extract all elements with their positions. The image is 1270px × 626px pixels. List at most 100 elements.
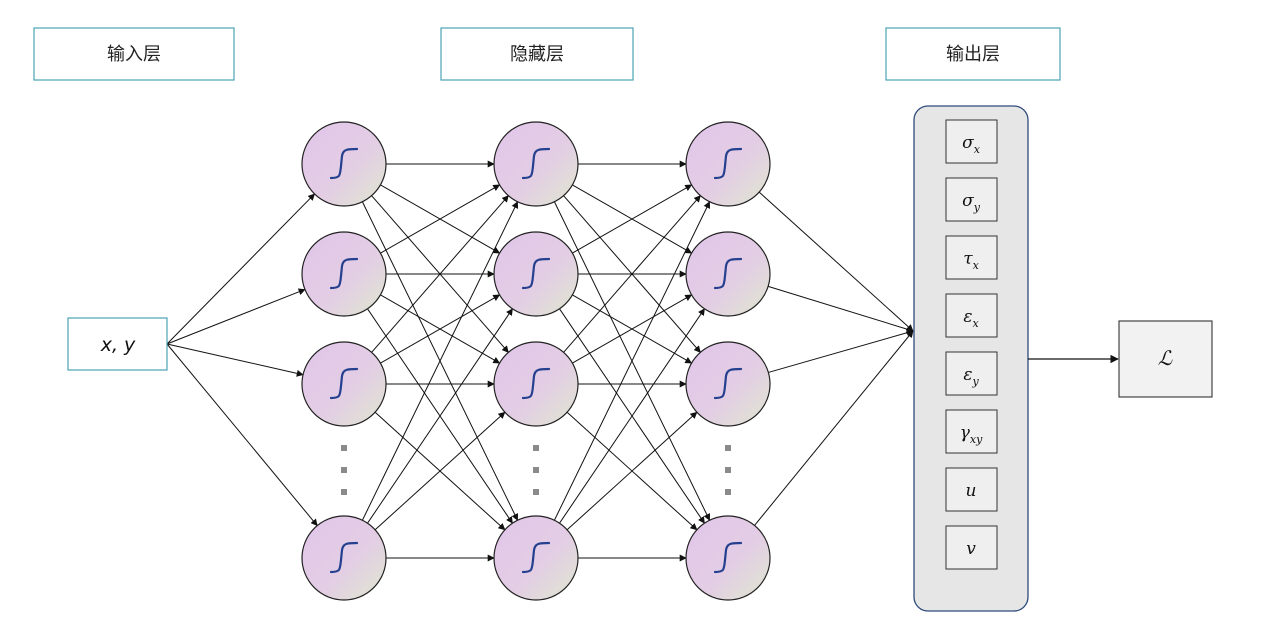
ellipsis-dot	[533, 489, 539, 495]
input-node: x, y	[67, 317, 168, 371]
edge-input-to-h1	[166, 288, 306, 345]
output-item-subscript: x	[973, 259, 980, 272]
ellipsis-dot	[725, 467, 731, 473]
output-item-box	[945, 351, 998, 396]
output-item-symbol: ε	[963, 307, 972, 327]
output-item-subscript: x	[972, 317, 979, 330]
edge-input-to-h1	[166, 343, 304, 377]
neuron	[685, 231, 771, 317]
neuron	[493, 231, 579, 317]
edge-h2-to-h3	[559, 308, 705, 524]
neuron-circle	[301, 515, 387, 601]
sigmoid-icon	[713, 541, 743, 574]
sigmoid-icon	[329, 257, 359, 290]
neuron	[301, 341, 387, 427]
output-item-symbol: τ	[963, 249, 973, 269]
loss-node-label: ℒ	[1158, 346, 1173, 370]
layer-label-output-text: 输出层	[946, 44, 1000, 65]
edge-h1-to-h2	[380, 294, 501, 364]
neuron-circle	[685, 341, 771, 427]
edge-input-to-h1	[166, 193, 316, 345]
output-item: u	[945, 467, 998, 512]
output-item-subscript: y	[971, 375, 979, 388]
output-item-label: εx	[963, 307, 979, 330]
ellipsis-dot	[341, 445, 347, 451]
neuron	[493, 121, 579, 207]
output-item: v	[945, 525, 998, 570]
output-item-subscript: xy	[970, 433, 983, 446]
ellipsis-dot	[341, 467, 347, 473]
layer-label-hidden-text: 隐藏层	[510, 44, 564, 65]
sigmoid-icon	[713, 257, 743, 290]
output-item-symbol: γ	[960, 423, 971, 443]
output-item-box	[945, 119, 998, 164]
edge-input-to-h1	[166, 343, 318, 527]
neuron	[685, 341, 771, 427]
output-item: γxy	[945, 409, 998, 454]
edge-h3-to-output	[767, 285, 914, 333]
neuron-circle	[301, 341, 387, 427]
neuron	[685, 121, 771, 207]
loss-node-box	[1118, 320, 1213, 398]
ellipsis-dot	[533, 467, 539, 473]
edge-h2-to-h3	[572, 184, 693, 254]
sigmoid-icon	[713, 147, 743, 180]
output-item: εx	[945, 293, 998, 338]
layer-label-output: 输出层	[885, 27, 1061, 81]
output-item-symbol: σ	[962, 191, 974, 211]
output-item-label: εy	[963, 365, 979, 388]
ellipsis-dots	[341, 445, 731, 495]
sigmoid-icon	[521, 257, 551, 290]
neuron-circle	[493, 231, 579, 317]
neuron	[301, 121, 387, 207]
edge-h1-to-h2	[380, 184, 501, 254]
neuron-circle	[685, 231, 771, 317]
ellipsis-dot	[533, 445, 539, 451]
edge-h1-to-h2	[374, 411, 506, 531]
edge-h3-to-output	[758, 191, 914, 332]
neuron	[685, 515, 771, 601]
output-item-symbol: σ	[962, 133, 974, 153]
sigmoid-icon	[329, 367, 359, 400]
neuron	[301, 231, 387, 317]
output-item-box	[945, 293, 998, 338]
neuron-circle	[493, 515, 579, 601]
edge-h2-to-h3	[566, 411, 698, 531]
neuron-circle	[301, 231, 387, 317]
output-item-symbol: u	[966, 481, 977, 501]
output-item-label: τx	[963, 249, 979, 272]
edge-h1-to-h2	[361, 201, 519, 521]
loss-node: ℒ	[1118, 320, 1213, 398]
output-item-label: σx	[962, 133, 981, 156]
edge-h2-to-h3	[553, 201, 711, 521]
neuron-circle	[685, 121, 771, 207]
sigmoid-icon	[329, 147, 359, 180]
layer-label-hidden-box	[440, 27, 634, 81]
output-item-box	[945, 409, 998, 454]
output-item: σy	[945, 177, 998, 222]
edge-h2-to-h3	[572, 294, 693, 364]
edge-h1-to-h2	[367, 308, 513, 524]
ellipsis-dot	[725, 445, 731, 451]
neuron-circle	[685, 515, 771, 601]
output-item-label: γxy	[960, 423, 983, 446]
ellipsis-dot	[725, 489, 731, 495]
input-node-box	[67, 317, 168, 371]
output-item-symbol: v	[966, 539, 976, 559]
neuron-circle	[301, 121, 387, 207]
edge-h3-to-output	[754, 330, 914, 526]
output-item-box	[945, 525, 998, 570]
neuron	[493, 341, 579, 427]
output-item-label: v	[966, 539, 976, 559]
output-item-box	[945, 235, 998, 280]
layer-label-input-box	[33, 27, 235, 81]
output-item-symbol: ε	[963, 365, 972, 385]
layer-label-hidden: 隐藏层	[440, 27, 634, 81]
edge-h3-to-output	[768, 329, 914, 373]
layer-label-output-box	[885, 27, 1061, 81]
output-item-label: σy	[962, 191, 981, 214]
edge-h1-to-h2	[371, 195, 509, 353]
